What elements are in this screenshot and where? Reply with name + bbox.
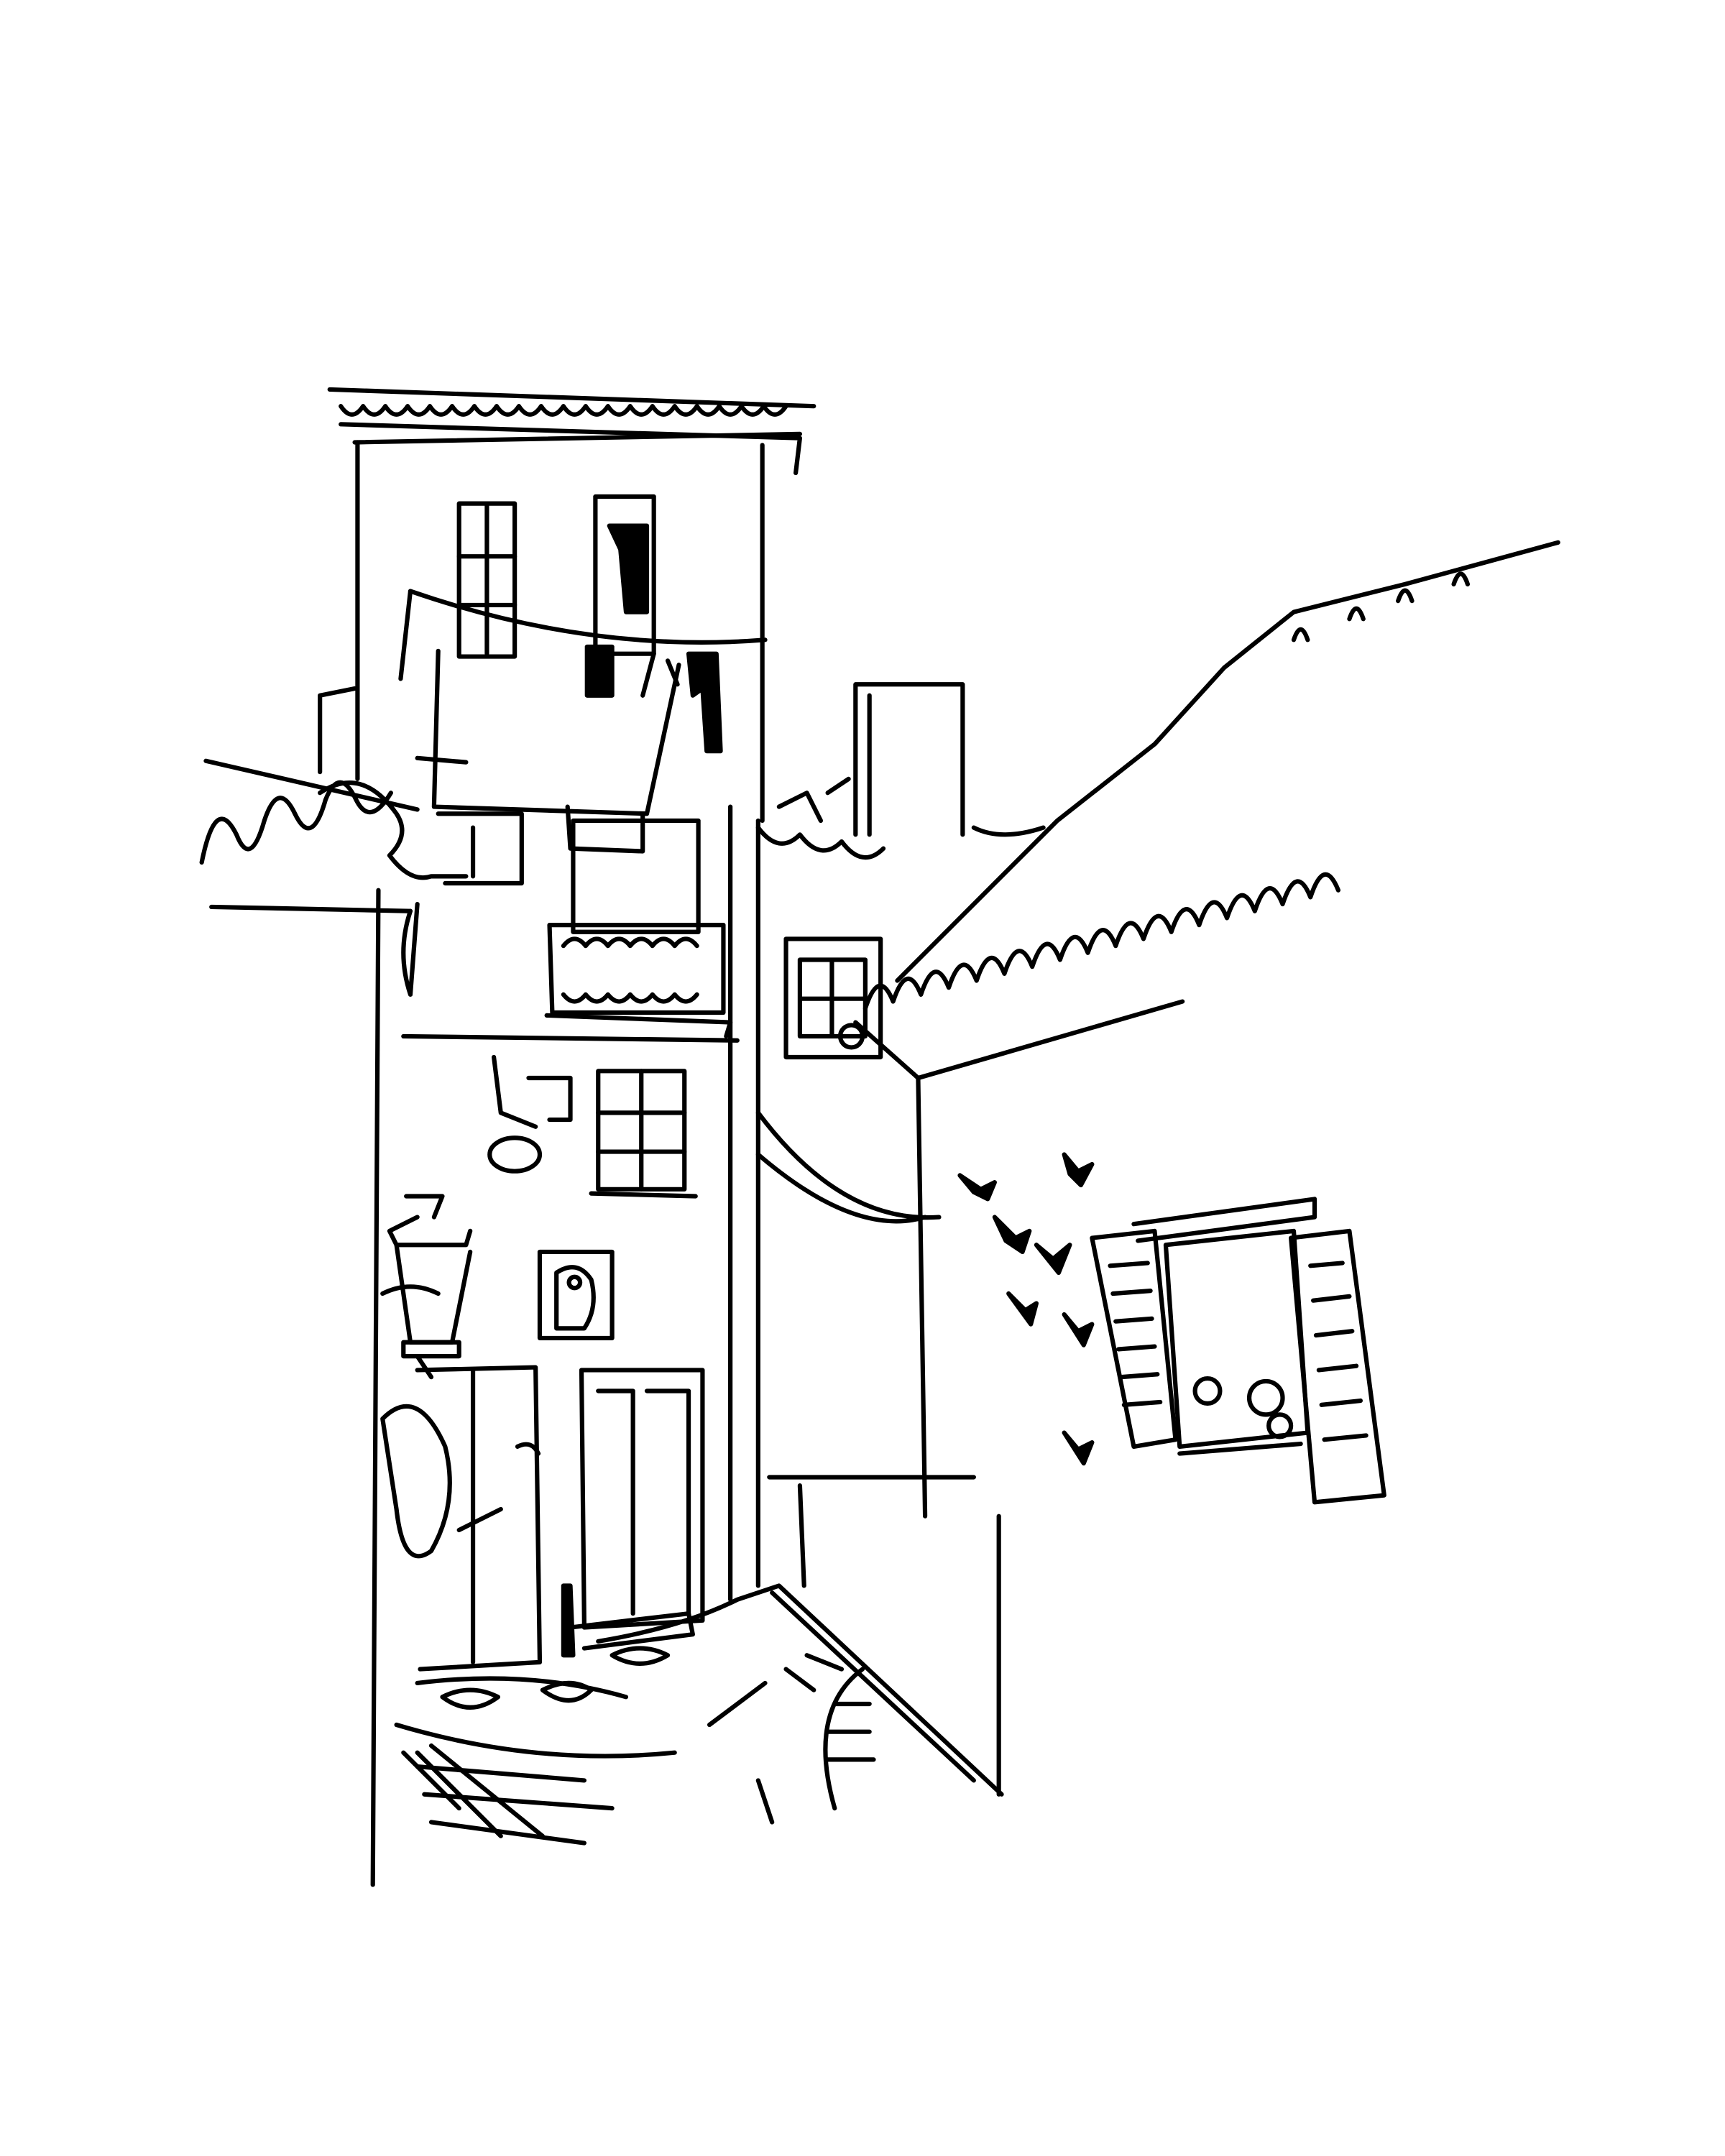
chimney bbox=[755, 682, 965, 860]
main-building bbox=[370, 804, 760, 1887]
doors bbox=[380, 1365, 705, 1672]
azulejo-plaque bbox=[537, 1249, 615, 1341]
small-window bbox=[783, 936, 883, 1060]
swallow-birds bbox=[957, 1152, 1095, 1466]
street-lamp bbox=[380, 1194, 473, 1380]
right-building bbox=[755, 1075, 1001, 1797]
left-roof bbox=[199, 758, 469, 997]
tower bbox=[318, 387, 816, 824]
shuttered-window bbox=[1090, 1197, 1386, 1505]
laundry-line bbox=[398, 589, 768, 854]
cobblestone-street bbox=[394, 1583, 1004, 1846]
